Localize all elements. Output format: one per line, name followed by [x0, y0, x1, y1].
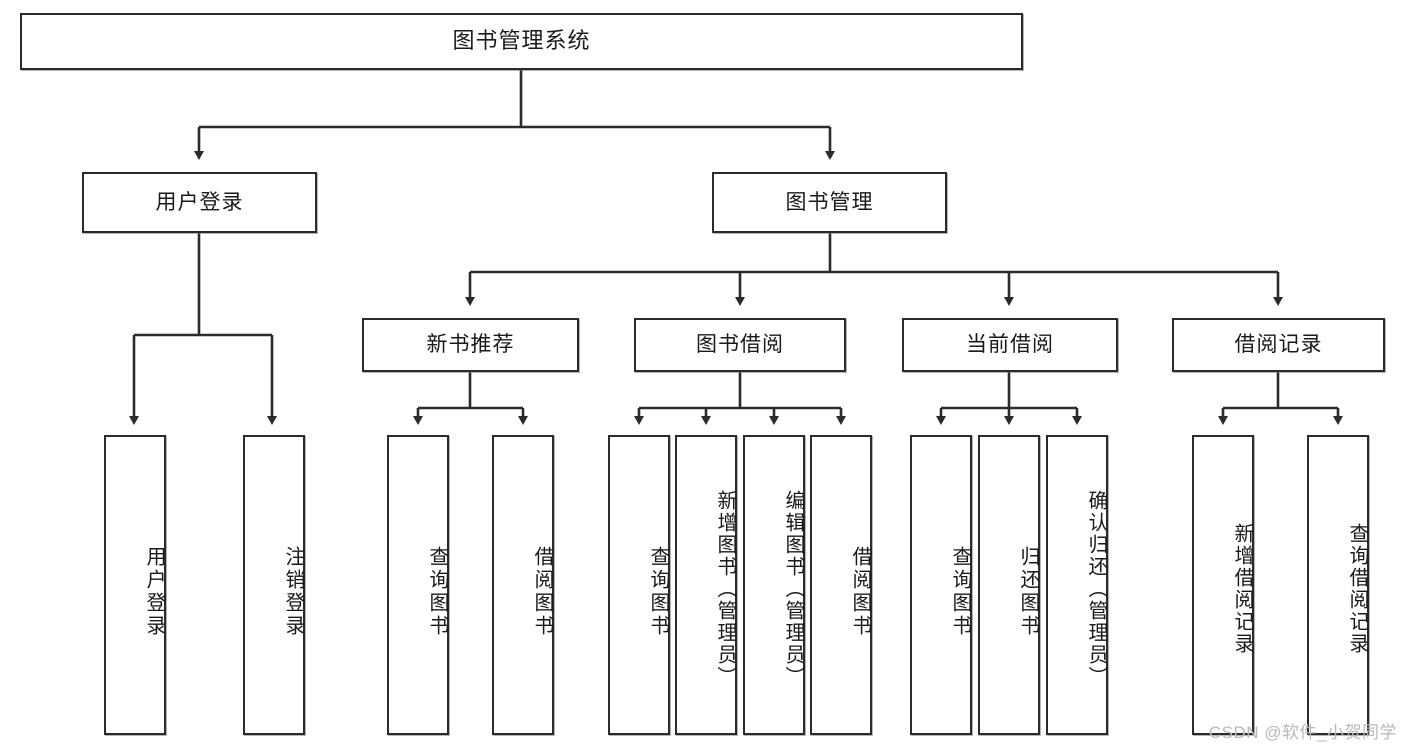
- leaf-query-book-1-label: 查询图书: [426, 546, 448, 638]
- leaf-query-book-2-label: 查询图书: [647, 546, 669, 638]
- leaf-borrow-book-1[interactable]: 借阅图书: [492, 435, 554, 735]
- node-user-login-label: 用户登录: [155, 190, 244, 214]
- leaf-borrow-book-2-label: 借阅图书: [849, 546, 871, 638]
- leaf-borrow-book-2[interactable]: 借阅图书: [810, 435, 872, 735]
- node-new-book-recommend-label: 新书推荐: [426, 333, 515, 357]
- leaf-query-book-3-label: 查询图书: [949, 546, 971, 638]
- leaf-edit-book[interactable]: 编辑图书（管理员）: [743, 435, 805, 735]
- node-new-book-recommend[interactable]: 新书推荐: [362, 318, 579, 372]
- leaf-logout-login-label: 注销登录: [282, 546, 304, 638]
- leaf-add-book-label: 新增图书（管理员）: [714, 490, 736, 688]
- leaf-add-borrow-record[interactable]: 新增借阅记录: [1192, 435, 1254, 735]
- node-borrow-record[interactable]: 借阅记录: [1172, 318, 1385, 372]
- node-user-login[interactable]: 用户登录: [82, 172, 317, 233]
- leaf-add-book[interactable]: 新增图书（管理员）: [675, 435, 737, 735]
- node-root[interactable]: 图书管理系统: [20, 13, 1023, 70]
- leaf-confirm-return[interactable]: 确认归还（管理员）: [1046, 435, 1108, 735]
- leaf-query-borrow-record[interactable]: 查询借阅记录: [1307, 435, 1369, 735]
- leaf-return-book-label: 归还图书: [1017, 546, 1039, 638]
- watermark: CSDN @软件_小贺同学: [1208, 723, 1397, 742]
- leaf-query-book-2[interactable]: 查询图书: [608, 435, 670, 735]
- node-borrow-record-label: 借阅记录: [1234, 333, 1323, 357]
- leaf-borrow-book-1-label: 借阅图书: [531, 546, 553, 638]
- leaf-add-borrow-record-label: 新增借阅记录: [1231, 523, 1253, 655]
- leaf-query-book-1[interactable]: 查询图书: [387, 435, 449, 735]
- node-root-label: 图书管理系统: [452, 28, 591, 54]
- node-book-borrow[interactable]: 图书借阅: [634, 318, 846, 372]
- node-book-management[interactable]: 图书管理: [712, 172, 947, 233]
- leaf-confirm-return-label: 确认归还（管理员）: [1085, 490, 1107, 688]
- leaf-edit-book-label: 编辑图书（管理员）: [782, 490, 804, 688]
- leaf-query-book-3[interactable]: 查询图书: [910, 435, 972, 735]
- leaf-return-book[interactable]: 归还图书: [978, 435, 1040, 735]
- node-book-borrow-label: 图书借阅: [696, 333, 784, 357]
- node-current-borrow-label: 当前借阅: [966, 333, 1054, 357]
- leaf-user-login-label: 用户登录: [143, 546, 165, 638]
- leaf-logout-login[interactable]: 注销登录: [243, 435, 305, 735]
- node-current-borrow[interactable]: 当前借阅: [902, 318, 1118, 372]
- node-book-management-label: 图书管理: [785, 190, 874, 214]
- leaf-user-login[interactable]: 用户登录: [104, 435, 166, 735]
- leaf-query-borrow-record-label: 查询借阅记录: [1346, 523, 1368, 655]
